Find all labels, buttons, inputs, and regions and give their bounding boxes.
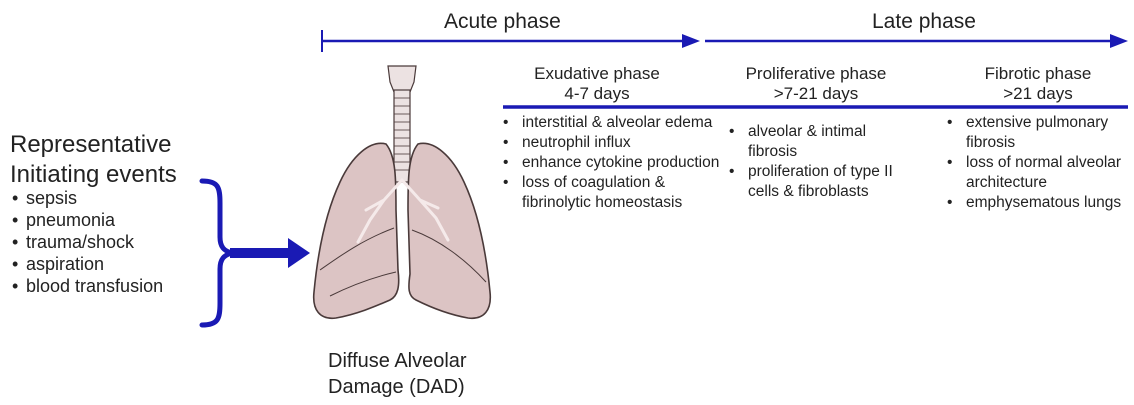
late-arrowhead (1110, 34, 1128, 48)
initiating-title-line1: Representative (10, 130, 177, 160)
proliferative-phase-title: Proliferative phase (724, 64, 908, 84)
event-item: blood transfusion (12, 275, 163, 297)
late-phase-label: Late phase (872, 10, 976, 34)
initiating-events-list: sepsis pneumonia trauma/shock aspiration… (12, 187, 163, 297)
fibrotic-phase-title: Fibrotic phase (948, 64, 1128, 84)
curly-brace (202, 181, 232, 325)
proliferative-item: alveolar & intimal fibrosis (726, 122, 906, 162)
trachea (394, 90, 410, 182)
fibrotic-item: loss of normal alveolar architecture (944, 153, 1126, 193)
exudative-item: neutrophil influx (500, 133, 720, 153)
exudative-item: enhance cytokine production (500, 153, 720, 173)
larynx (388, 66, 416, 92)
exudative-item: interstitial & alveolar edema (500, 113, 720, 133)
proliferative-item: proliferation of type II cells & fibrobl… (726, 162, 906, 202)
fibrotic-item: emphysematous lungs (944, 193, 1126, 213)
exudative-item: loss of coagulation & fibrinolytic homeo… (500, 173, 720, 213)
acute-arrowhead (682, 34, 700, 48)
dad-caption: Diffuse Alveolar Damage (DAD) (328, 348, 467, 400)
lungs-illustration (300, 60, 510, 360)
event-item: sepsis (12, 187, 163, 209)
exudative-phase-duration: 4-7 days (502, 84, 692, 104)
acute-phase-label: Acute phase (444, 10, 561, 34)
dad-caption-line1: Diffuse Alveolar (328, 348, 467, 374)
initiating-title: Representative Initiating events (10, 130, 177, 190)
event-item: pneumonia (12, 209, 163, 231)
fibrotic-item: extensive pulmonary fibrosis (944, 113, 1126, 153)
event-item: trauma/shock (12, 231, 163, 253)
proliferative-phase-header: Proliferative phase >7-21 days (724, 64, 908, 104)
initiation-arrow-shaft (230, 248, 292, 258)
proliferative-phase-list: alveolar & intimal fibrosis proliferatio… (726, 122, 906, 202)
fibrotic-phase-list: extensive pulmonary fibrosis loss of nor… (944, 113, 1126, 213)
exudative-phase-list: interstitial & alveolar edema neutrophil… (500, 113, 720, 213)
dad-caption-line2: Damage (DAD) (328, 374, 467, 400)
event-item: aspiration (12, 253, 163, 275)
exudative-phase-header: Exudative phase 4-7 days (502, 64, 692, 104)
fibrotic-phase-duration: >21 days (948, 84, 1128, 104)
proliferative-phase-duration: >7-21 days (724, 84, 908, 104)
exudative-phase-title: Exudative phase (502, 64, 692, 84)
fibrotic-phase-header: Fibrotic phase >21 days (948, 64, 1128, 104)
left-lung (408, 143, 490, 318)
initiating-title-line2: Initiating events (10, 160, 177, 190)
